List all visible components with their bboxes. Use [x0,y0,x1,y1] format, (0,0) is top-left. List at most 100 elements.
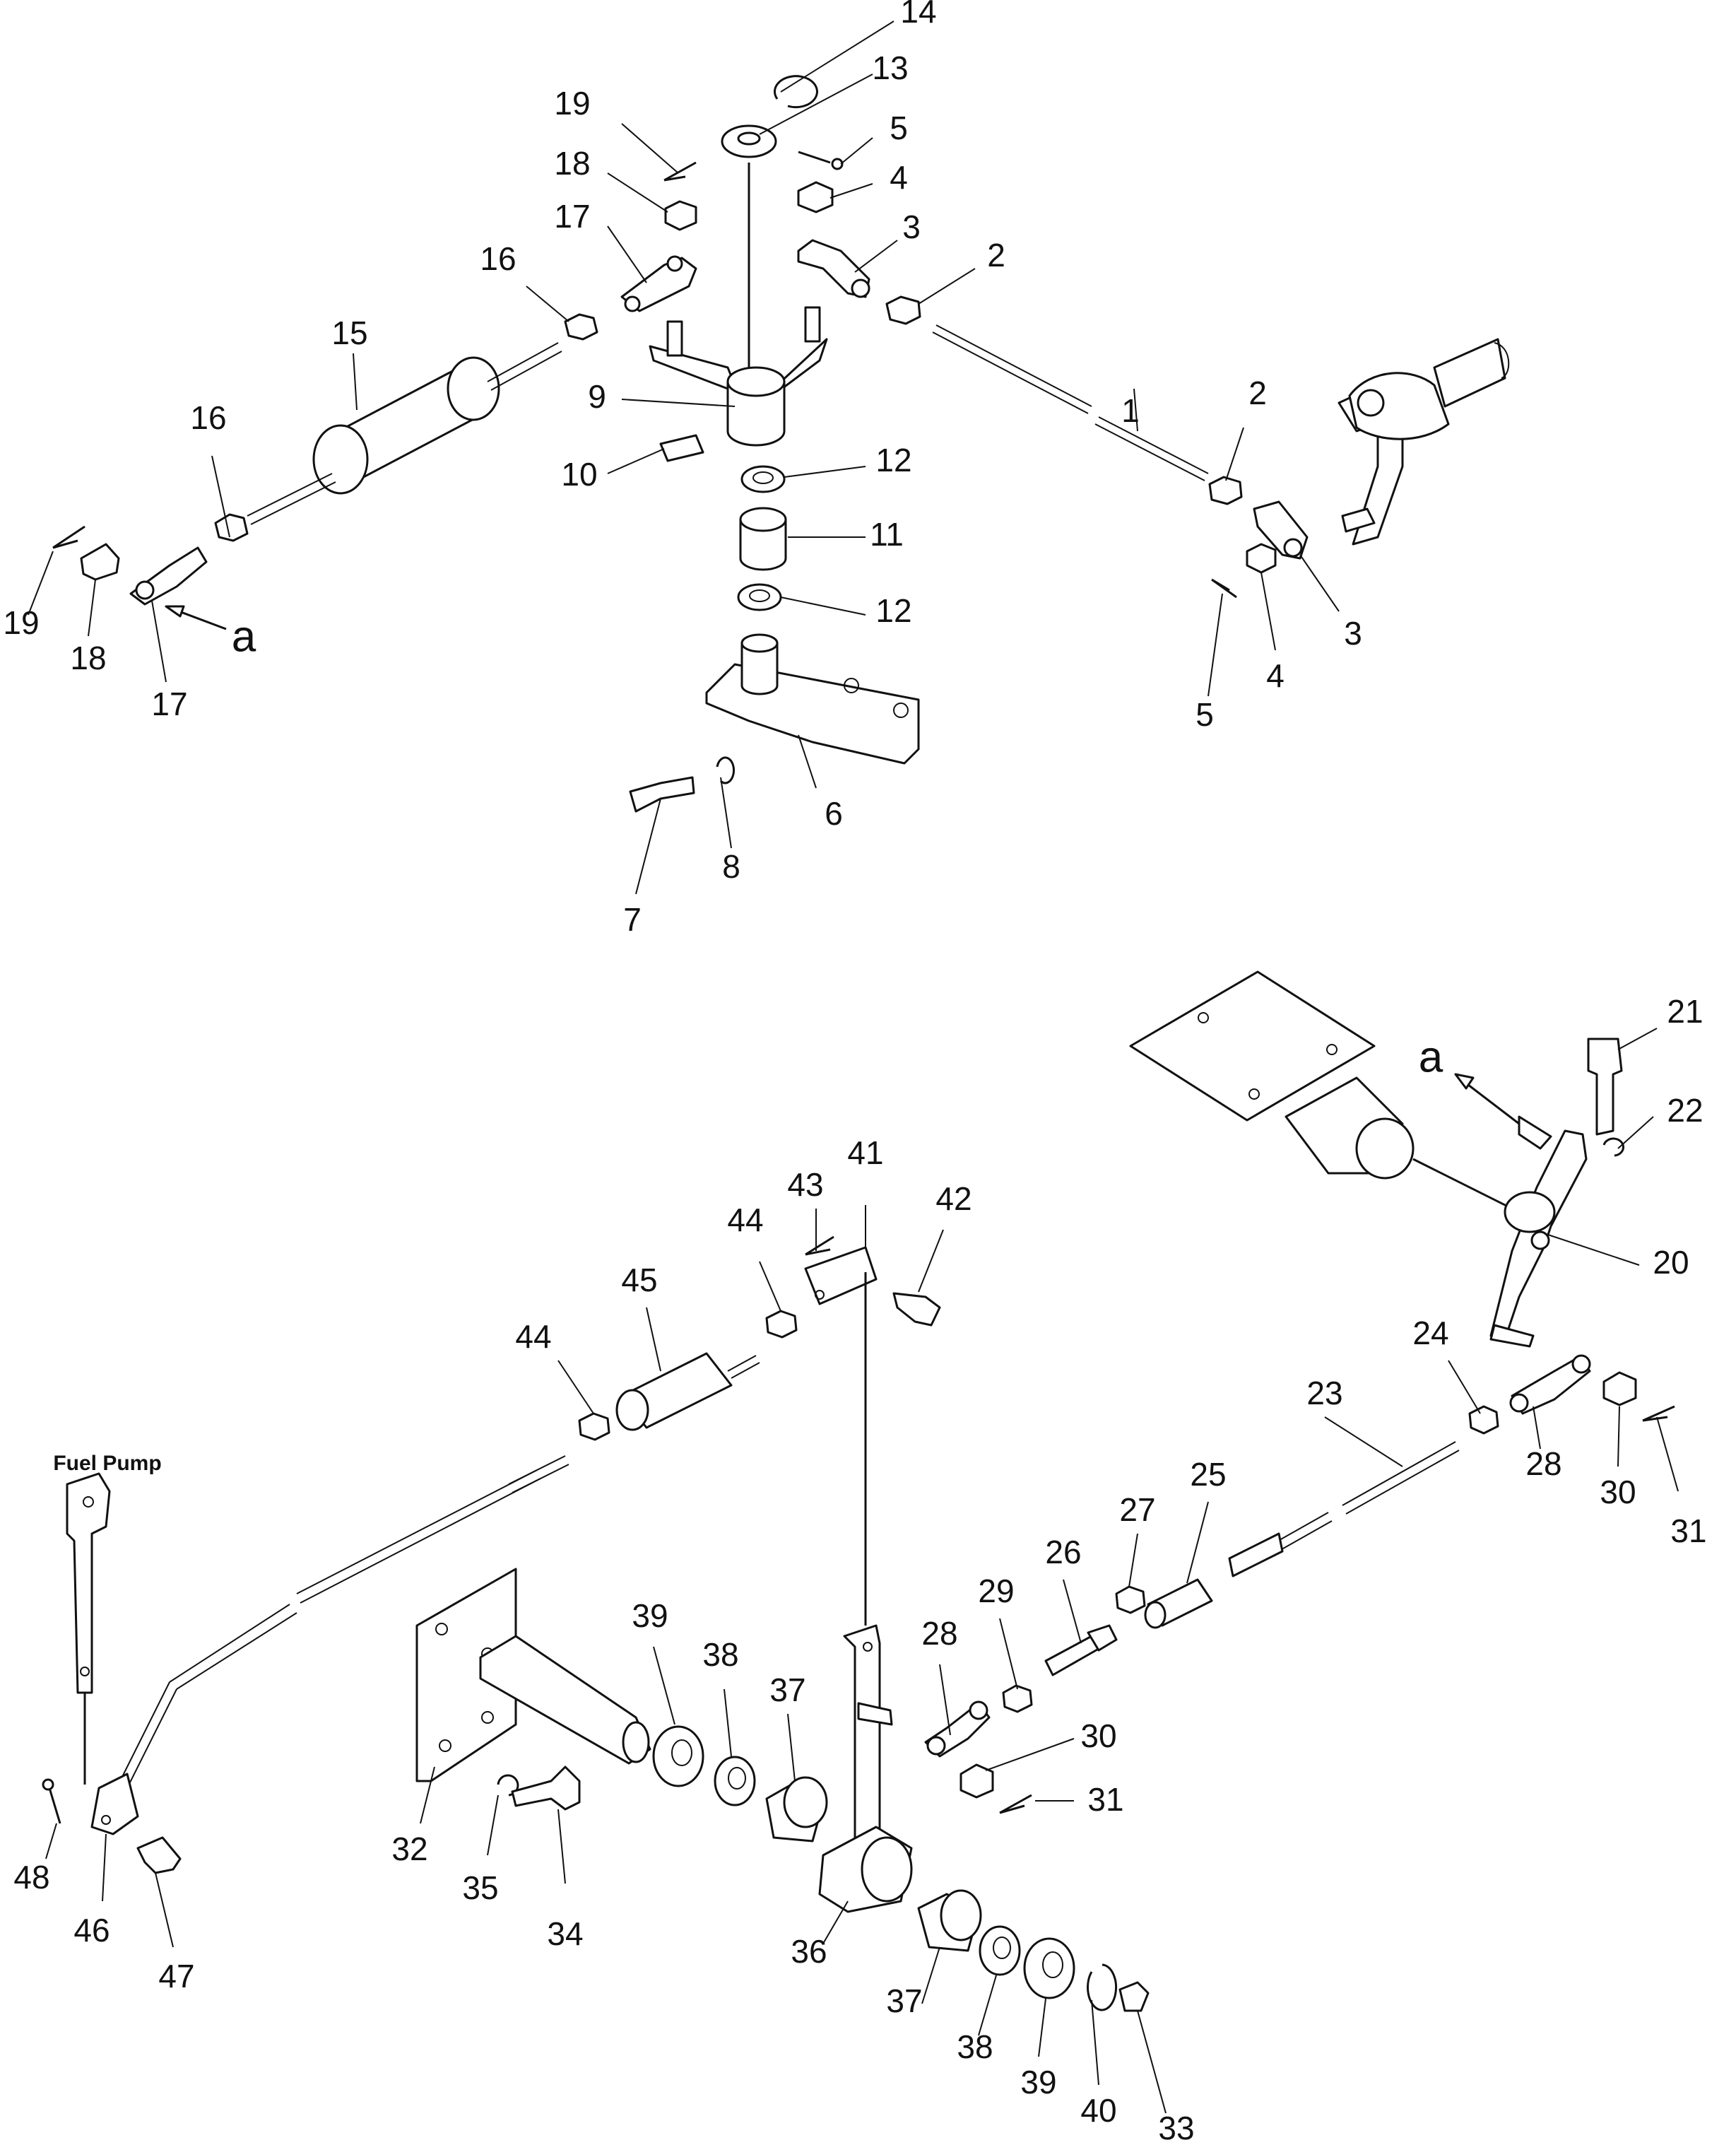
leader-45 [646,1307,661,1372]
bolt-21 [1587,1038,1623,1136]
cotter-pin-19-bottom [52,525,85,549]
leader-25 [1186,1501,1209,1584]
washer-39-right-hole [1042,1951,1063,1978]
callout-12-bottom: 12 [875,592,911,629]
leader-2-top [918,268,976,305]
callout-26: 26 [1045,1534,1081,1570]
plate-32-hole-4 [481,1711,494,1724]
callout-37-bottom: 37 [886,1982,922,2019]
leader-38-right [978,1975,997,2036]
callout-28-left: 28 [921,1615,957,1652]
reference-arrow-a-bottom-head [1454,1073,1475,1090]
rod-end-28-right [1511,1356,1591,1415]
callout-35: 35 [462,1869,498,1906]
washer-39-left [652,1725,704,1787]
bolt-34 [511,1765,581,1811]
callout-2-top: 2 [987,237,1005,274]
stud-right [804,306,821,343]
leader-4-bottom [1260,572,1276,651]
leader-39-right [1038,1998,1046,2057]
leader-36 [822,1900,849,1944]
bushing-11 [739,518,787,571]
cotter-pin-5-bottom [1211,578,1237,599]
bracket-6-post [740,642,779,695]
callout-5-bottom: 5 [1195,696,1214,733]
callout-28-right: 28 [1525,1445,1561,1482]
leader-26 [1063,1579,1082,1644]
lower-assembly [42,970,1675,2012]
mounting-plate-top [1129,970,1376,1122]
cotter-pin-31-left [999,1794,1032,1814]
leader-44-left [557,1360,594,1414]
shaft-32-end [622,1721,650,1763]
spring-washer-8 [716,756,736,784]
lever-20-hub [1504,1191,1556,1233]
callout-45: 45 [621,1262,657,1298]
long-rod-thread [508,1455,569,1493]
nut-44-left [578,1412,610,1441]
actuator-15-end [312,424,369,495]
reference-mark-a-top: a [232,612,256,661]
leader-22 [1617,1116,1654,1149]
callout-38-bottom: 38 [957,2028,993,2065]
callout-29: 29 [978,1573,1014,1609]
bearing-38-left [714,1756,756,1806]
cotter-pin-19-top [663,161,697,182]
leader-17-bottom [151,600,167,683]
cotter-pin-31-right [1642,1405,1675,1422]
cotter-pin-5-top [798,151,831,164]
callout-31-left: 31 [1087,1781,1123,1818]
callout-19-bottom: 19 [3,604,39,641]
leader-5-bottom [1207,593,1223,697]
clevis-46 [90,1773,139,1835]
lever-hub-right-hole [1357,389,1385,417]
callout-46: 46 [73,1912,110,1949]
callout-42: 42 [935,1180,972,1217]
callout-14: 14 [900,0,936,30]
callout-16-top: 16 [480,240,516,277]
callout-13: 13 [872,49,908,86]
spring-washer-22 [1602,1137,1625,1157]
lever-20-lower-pin [1489,1324,1535,1348]
leader-46 [102,1833,107,1902]
callout-44-left: 44 [515,1318,551,1355]
bearing-38-left-bore [728,1767,746,1790]
plate-hole-1 [1198,1012,1209,1023]
shaft-32 [479,1635,651,1765]
callout-17-top: 17 [554,198,590,235]
callout-31-right: 31 [1670,1512,1706,1549]
clevis-pin-47 [136,1836,182,1874]
cotter-pin-43 [805,1235,834,1256]
nut-4-top [797,181,834,213]
callout-37-top: 37 [769,1671,805,1708]
mounting-plate-32 [415,1568,517,1782]
callout-20: 20 [1653,1244,1689,1281]
cotter-pin-48 [48,1787,61,1824]
long-rod-lower [169,1604,297,1690]
shaft-right-end [1494,342,1510,379]
callout-labels: 14 13 5 4 3 2 19 18 17 16 15 9 10 12 11 … [3,0,1706,2145]
leader-37-right [921,1946,940,2004]
leader-16-top [526,286,569,322]
callout-5-top: 5 [890,110,908,146]
callout-8: 8 [722,848,740,885]
lever-20-pin [1518,1115,1552,1150]
callout-18-bottom: 18 [70,640,106,676]
rod-end-28-right-eye [1509,1393,1529,1413]
connector-25-end [1144,1601,1167,1629]
leader-15 [353,353,358,411]
callout-19-top: 19 [554,85,590,122]
leader-3-top [854,240,898,273]
rod-23-thread [1228,1532,1284,1577]
bracket-6-post-top [740,633,779,653]
rod-1-upper [932,324,1092,414]
stud-left [666,320,683,357]
callout-44-right: 44 [727,1201,763,1238]
leader-4-top [829,183,873,199]
nut-16-top [564,313,598,341]
leader-42 [918,1229,944,1293]
leader-14 [780,20,894,93]
leader-18-bottom [88,579,96,637]
callout-6: 6 [825,795,843,832]
callout-39-bottom: 39 [1020,2064,1056,2100]
